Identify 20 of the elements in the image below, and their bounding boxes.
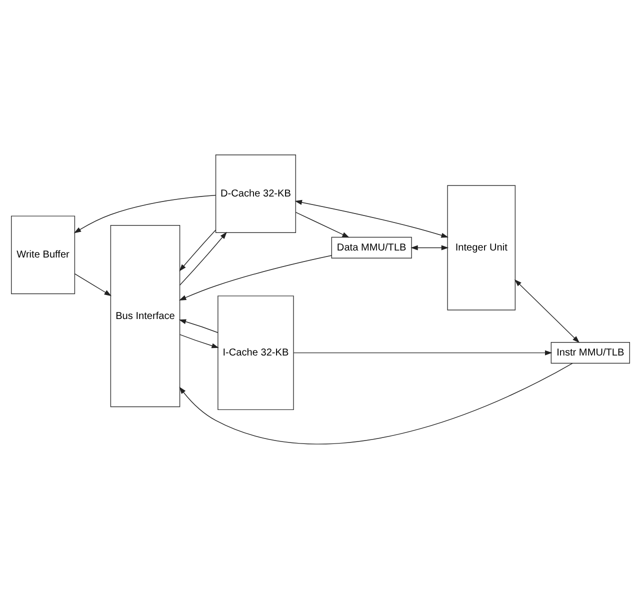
node-box: D-Cache 32-KB xyxy=(215,154,296,233)
arrow xyxy=(295,212,350,238)
arrow xyxy=(178,319,218,333)
node-box: Instr MMU/TLB xyxy=(550,342,630,364)
node-box: I-Cache 32-KB xyxy=(218,296,294,410)
arrow xyxy=(410,245,449,250)
arrow xyxy=(74,273,112,296)
arrow xyxy=(293,350,552,356)
arrow xyxy=(180,232,227,286)
arrow xyxy=(74,194,216,234)
arrow xyxy=(179,362,573,444)
arrow xyxy=(294,200,448,238)
node-box: Write Buffer xyxy=(11,216,76,294)
node-box: Bus Interface xyxy=(110,225,180,408)
arrow xyxy=(179,230,216,272)
arrow xyxy=(180,334,219,348)
node-box: Data MMU/TLB xyxy=(331,236,412,259)
arrow xyxy=(514,279,580,343)
arrow xyxy=(178,255,332,300)
node-box: Integer Unit xyxy=(447,185,516,310)
